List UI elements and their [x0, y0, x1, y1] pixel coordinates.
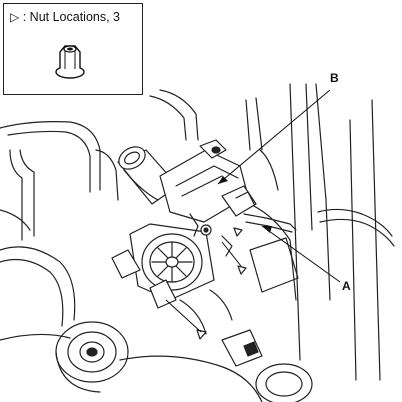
nut-legend-box: ▷ : Nut Locations, 3 [3, 3, 143, 95]
speaker-component [55, 321, 129, 393]
window-regulator-motor [111, 139, 297, 309]
nut-location-markers [196, 227, 247, 340]
callout-label-a: A [342, 279, 351, 293]
callout-label-b: B [330, 71, 339, 85]
callout-arrowheads [218, 176, 272, 233]
lower-right-components [221, 329, 313, 402]
legend-label: : Nut Locations, 3 [22, 10, 120, 24]
legend-caption: ▷ : Nut Locations, 3 [10, 10, 120, 24]
callout-leaders [165, 89, 341, 333]
triangle-marker-icon: ▷ [10, 10, 20, 24]
flange-nut-icon [55, 45, 85, 79]
